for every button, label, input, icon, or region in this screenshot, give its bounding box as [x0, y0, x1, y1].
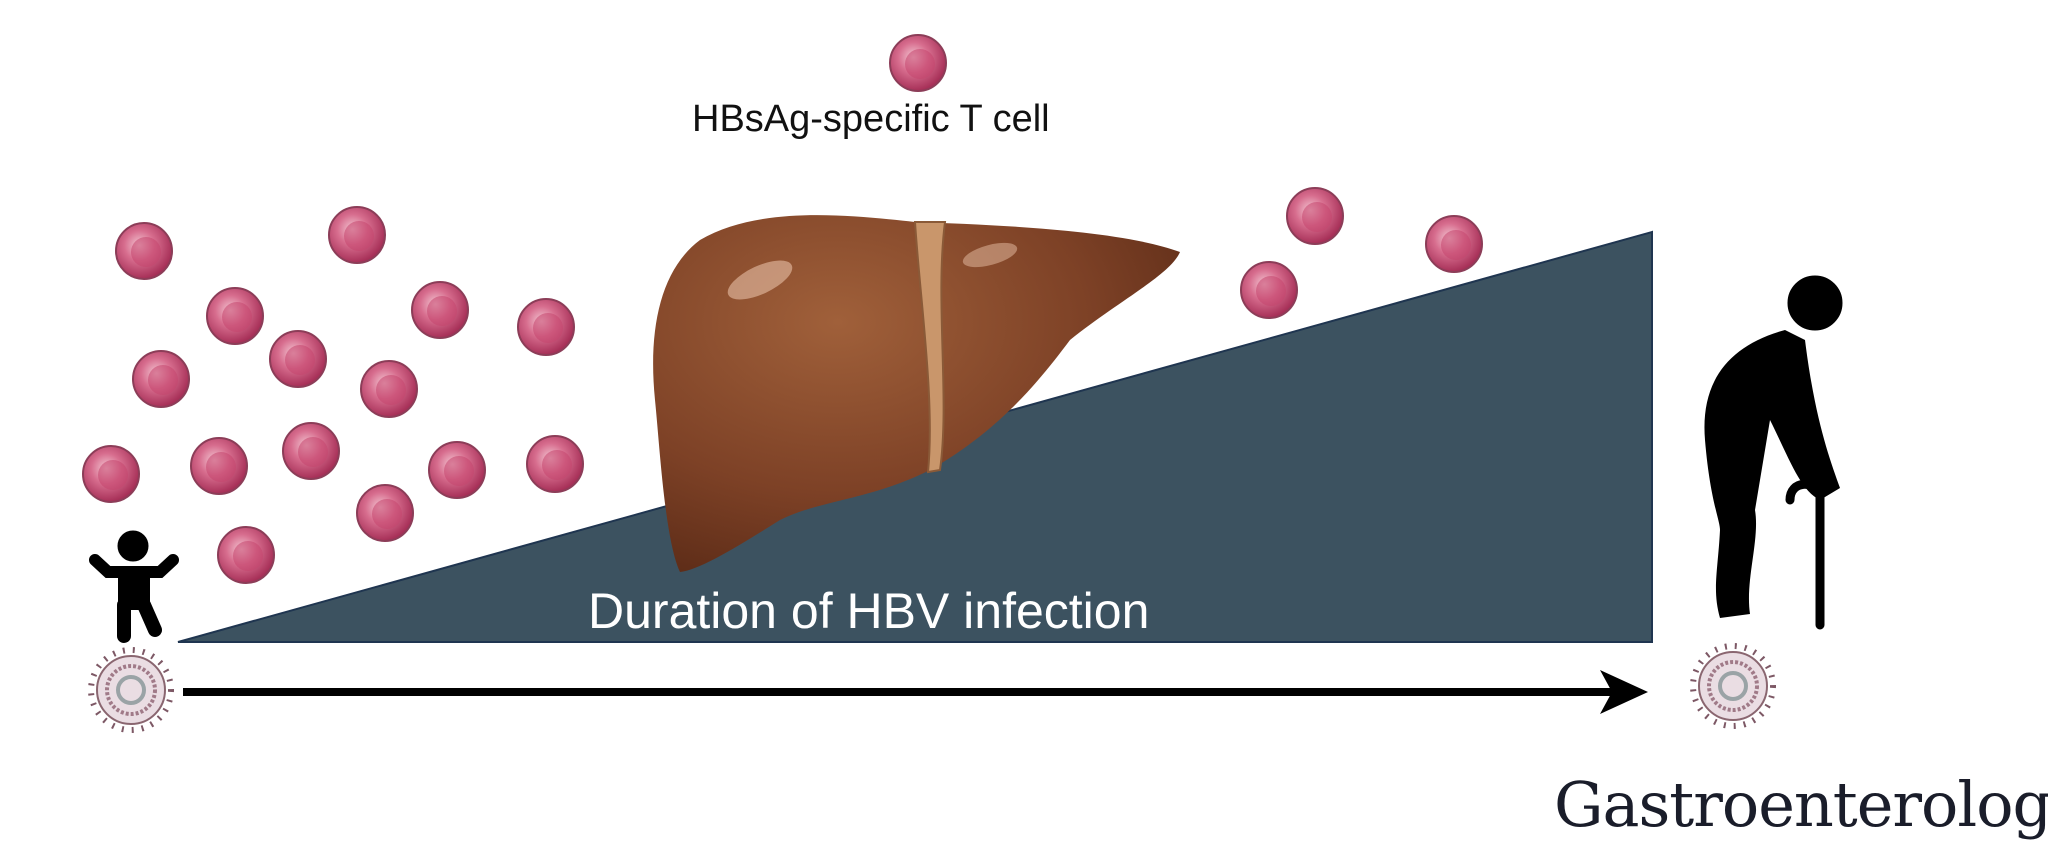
- t-cell-icon: [517, 298, 575, 356]
- t-cell-icon: [190, 437, 248, 495]
- liver-icon: [653, 215, 1180, 572]
- t-cell-icon: [82, 445, 140, 503]
- t-cell-icon: [206, 287, 264, 345]
- duration-label: Duration of HBV infection: [588, 583, 1150, 639]
- journal-logo: Gastroenterology: [1554, 768, 2048, 841]
- child-icon: [89, 530, 179, 643]
- hbv-virus-icon: [1693, 646, 1773, 726]
- t-cell-icon: [360, 360, 418, 418]
- t-cell-icon: [269, 330, 327, 388]
- t-cell-icon: [1240, 261, 1298, 319]
- t-cell-icon: [1425, 215, 1483, 273]
- t-cell-icon: [115, 222, 173, 280]
- t-cell-icon: [217, 526, 275, 584]
- hbv-virus-icon: [91, 650, 171, 730]
- t-cell-legend-label: HBsAg-specific T cell: [692, 98, 1050, 140]
- t-cell-icon: [428, 441, 486, 499]
- t-cell-icon: [282, 422, 340, 480]
- t-cell-icon: [1286, 187, 1344, 245]
- t-cell-icon: [328, 206, 386, 264]
- t-cell-icon: [132, 350, 190, 408]
- arrow-right-icon: [183, 670, 1648, 714]
- t-cell-icon: [526, 435, 584, 493]
- elderly-person-with-cane-icon: [1704, 275, 1843, 630]
- t-cell-icon: [889, 34, 947, 92]
- t-cell-icon: [356, 484, 414, 542]
- t-cell-icon: [411, 281, 469, 339]
